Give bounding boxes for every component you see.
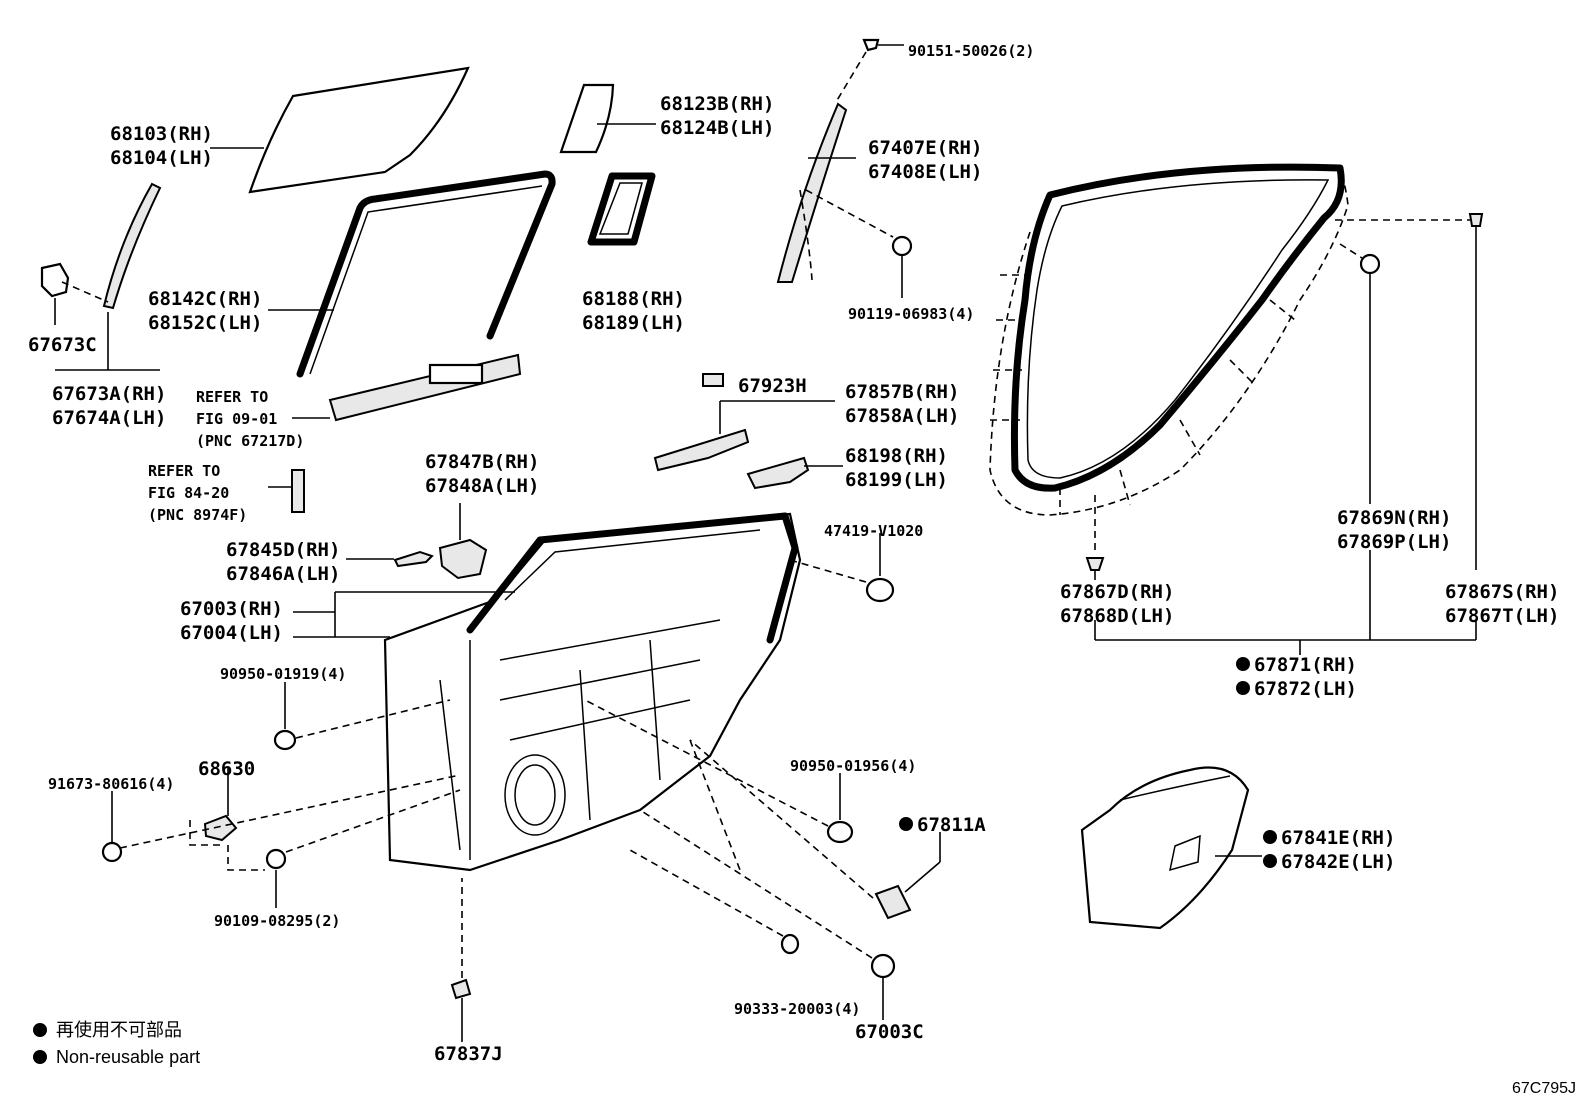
label-ref2-c: (PNC 8974F) (148, 506, 247, 524)
glass-run-part (296, 170, 556, 378)
legend: 再使用不可部品 Non-reusable part (33, 1020, 200, 1067)
part-8974f (291, 469, 305, 513)
figure-code: 67C795J (1512, 1080, 1576, 1097)
non-reusable-marker (1263, 830, 1277, 844)
clip-67869n (1359, 253, 1381, 504)
door-panel-67003 (383, 512, 802, 872)
label-67858a: 67858A(LH) (845, 405, 959, 427)
lock-67847b (438, 538, 488, 580)
label-68142c: 68142C(RH) (148, 288, 262, 310)
label-90950-01956: 90950-01956(4) (790, 757, 916, 775)
label-90119: 90119-06983(4) (848, 305, 974, 323)
clip-67867s (1468, 213, 1484, 570)
clip-67867d (1085, 557, 1105, 580)
label-67871: 67871(RH) (1254, 654, 1357, 676)
label-90950-01919: 90950-01919(4) (220, 665, 346, 683)
label-67003c: 67003C (855, 1021, 924, 1043)
label-68152c: 68152C(LH) (148, 312, 262, 334)
label-67869n: 67869N(RH) (1337, 507, 1451, 529)
non-reusable-marker (1263, 854, 1277, 868)
bracket-68198 (746, 456, 810, 490)
quarter-glass-part (559, 83, 615, 154)
label-ref2-b: FIG 84-20 (148, 484, 229, 502)
bolt-90119 (891, 235, 913, 298)
bolt-91673 (101, 791, 123, 863)
plug-90950-01919 (273, 682, 297, 751)
label-68198: 68198(RH) (845, 445, 948, 467)
non-reusable-marker (1236, 681, 1250, 695)
clip-67837j (450, 978, 472, 1042)
label-67004: 67004(LH) (180, 622, 283, 644)
door-weatherstrip-67871 (989, 163, 1349, 516)
label-67923h: 67923H (738, 375, 807, 397)
label-68124b: 68124B(LH) (660, 117, 774, 139)
label-91673: 91673-80616(4) (48, 775, 174, 793)
clip-67003c (870, 953, 896, 1020)
label-47419: 47419-V1020 (824, 522, 923, 540)
label-67869p: 67869P(LH) (1337, 531, 1451, 553)
plug-90950-01956 (826, 773, 854, 844)
label-67003: 67003(RH) (180, 598, 283, 620)
label-67867s: 67867S(RH) (1445, 581, 1559, 603)
label-ref1-c: (PNC 67217D) (196, 432, 304, 450)
label-67407e: 67407E(RH) (868, 137, 982, 159)
service-hole-cover-67841e (1080, 766, 1250, 930)
label-68199: 68199(LH) (845, 469, 948, 491)
label-68103: 68103(RH) (110, 123, 213, 145)
belt-moulding-part (328, 353, 522, 422)
label-67857b: 67857B(RH) (845, 381, 959, 403)
label-67674a: 67674A(LH) (52, 407, 166, 429)
label-90333: 90333-20003(4) (734, 1000, 860, 1018)
weatherstrip-part (587, 172, 656, 246)
label-68630: 68630 (198, 758, 255, 780)
hinge-68630 (203, 767, 238, 842)
plug-90333 (780, 933, 800, 955)
pad-67923h (702, 373, 724, 387)
grommet-47419 (865, 533, 895, 603)
label-67867t: 67867T(LH) (1445, 605, 1559, 627)
label-67811a: 67811A (917, 814, 986, 836)
outer-moulding-part (102, 182, 162, 310)
label-67841e: 67841E(RH) (1281, 827, 1395, 849)
label-ref1-a: REFER TO (196, 388, 268, 406)
label-67847b: 67847B(RH) (425, 451, 539, 473)
label-ref1-b: FIG 09-01 (196, 410, 277, 428)
label-ref2-a: REFER TO (148, 462, 220, 480)
pad-67811a (874, 832, 941, 920)
legend-line-ja: 再使用不可部品 (56, 1020, 182, 1040)
channel-67857b (653, 428, 750, 472)
label-67872: 67872(LH) (1254, 678, 1357, 700)
label-67842e: 67842E(LH) (1281, 851, 1395, 873)
label-68123b: 68123B(RH) (660, 93, 774, 115)
label-67408e: 67408E(LH) (868, 161, 982, 183)
label-67673a: 67673A(RH) (52, 383, 166, 405)
clip-90151 (862, 38, 904, 52)
label-67837j: 67837J (434, 1043, 503, 1065)
legend-line-en: Non-reusable part (56, 1047, 200, 1067)
legend-dot (33, 1023, 47, 1037)
label-90151: 90151-50026(2) (908, 42, 1034, 60)
label-68104: 68104(LH) (110, 147, 213, 169)
label-68189: 68189(LH) (582, 312, 685, 334)
bolt-90109 (265, 848, 287, 908)
non-reusable-marker (899, 817, 913, 831)
label-90109: 90109-08295(2) (214, 912, 340, 930)
label-67848a: 67848A(LH) (425, 475, 539, 497)
legend-dot (33, 1050, 47, 1064)
label-68188: 68188(RH) (582, 288, 685, 310)
label-67868d: 67868D(LH) (1060, 605, 1174, 627)
label-67673c: 67673C (28, 334, 97, 356)
label-67846a: 67846A(LH) (226, 563, 340, 585)
label-67845d: 67845D(RH) (226, 539, 340, 561)
door-glass-part (248, 66, 470, 194)
non-reusable-marker (1236, 657, 1250, 671)
rod-67845d (393, 550, 434, 568)
label-67867d: 67867D(RH) (1060, 581, 1174, 603)
clip-67673c (40, 262, 70, 298)
